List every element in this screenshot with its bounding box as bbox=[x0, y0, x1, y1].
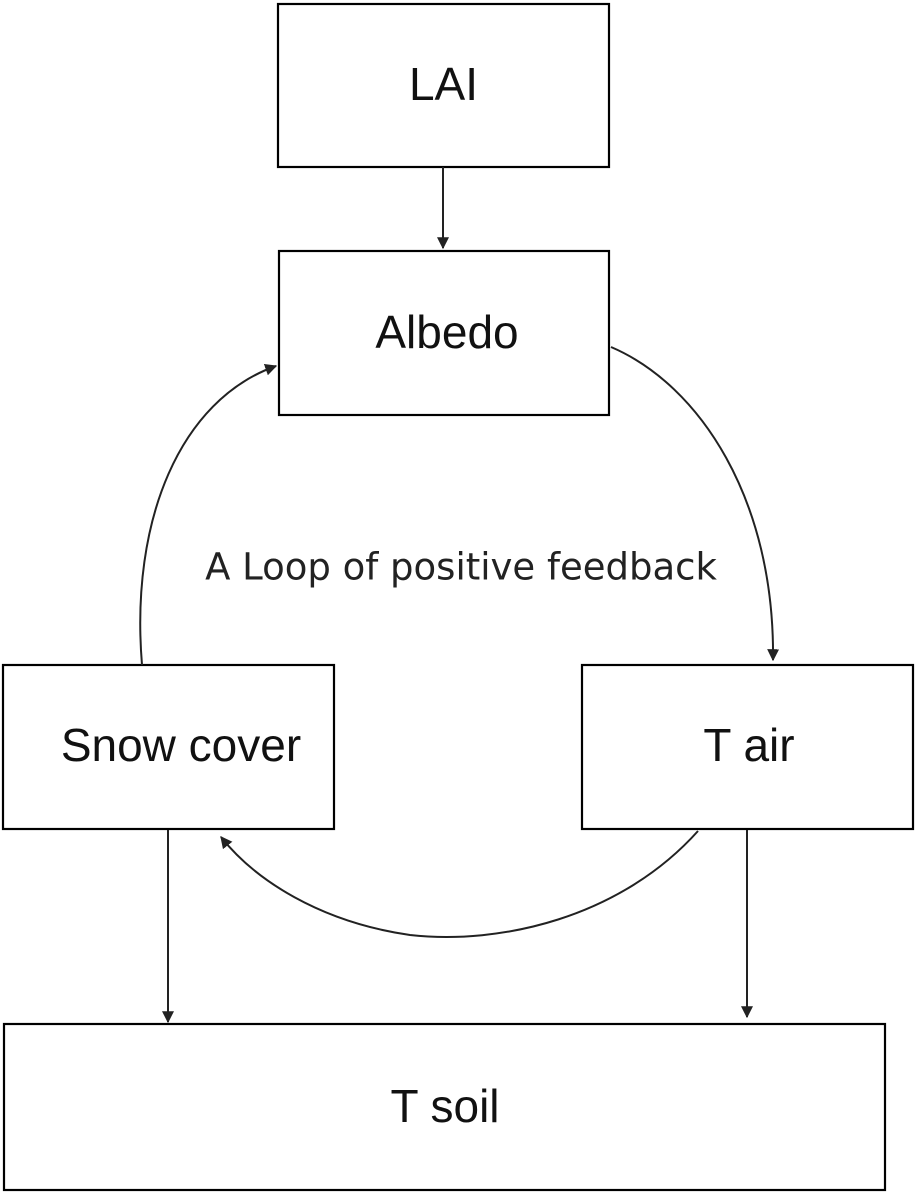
node-t-air-label: T air bbox=[703, 719, 794, 771]
node-albedo-box bbox=[277, 249, 611, 417]
node-t-air: T air bbox=[580, 663, 915, 831]
node-albedo-label: Albedo bbox=[375, 306, 518, 358]
node-albedo: Albedo bbox=[277, 249, 611, 417]
node-lai-box bbox=[276, 2, 611, 169]
node-t-soil-label: T soil bbox=[390, 1080, 499, 1132]
node-t-soil-box bbox=[2, 1022, 887, 1192]
node-snow-cover-box bbox=[1, 663, 336, 831]
node-t-air-box bbox=[580, 663, 915, 831]
node-lai: LAI bbox=[276, 2, 611, 169]
edge-t-air-to-snow-cover bbox=[220, 830, 699, 938]
loop-label: A Loop of positive feedback bbox=[205, 546, 717, 589]
node-snow-cover: Snow cover bbox=[1, 663, 336, 831]
node-snow-cover-label: Snow cover bbox=[61, 719, 301, 771]
node-lai-label: LAI bbox=[409, 58, 478, 110]
edge-albedo-to-t-air bbox=[610, 346, 780, 662]
edge-snow-cover-to-albedo bbox=[139, 363, 278, 666]
node-t-soil: T soil bbox=[2, 1022, 887, 1192]
